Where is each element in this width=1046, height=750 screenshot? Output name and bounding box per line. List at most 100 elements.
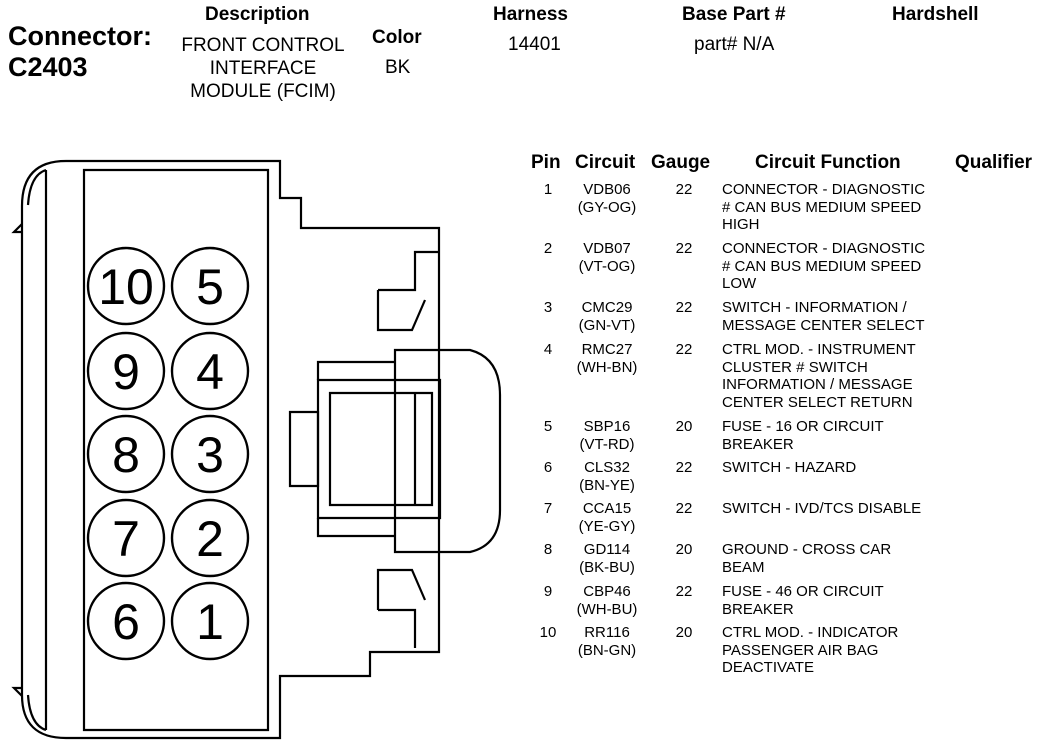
left-tab-bottom [11, 686, 23, 697]
description-value: FRONT CONTROL INTERFACE MODULE (FCIM) [168, 34, 358, 103]
pin-cavity-label: 10 [98, 259, 154, 315]
pin-cavity-circle [170, 331, 250, 411]
circuit-cell: CLS32(BN-YE) [562, 459, 652, 494]
circuit-code: VDB07 [583, 240, 631, 257]
circuit-function-line: CTRL MOD. - INDICATOR [722, 624, 899, 641]
circuit-function-line: PASSENGER AIR BAG [722, 641, 879, 659]
circuit-function-cell: SWITCH - INFORMATION /MESSAGE CENTER SEL… [722, 299, 952, 334]
circuit-color: (YE-GY) [578, 517, 636, 535]
color-label: Color [372, 27, 422, 48]
pin-number: 4 [543, 341, 553, 358]
pin-cavity-label: 8 [112, 427, 140, 483]
pin-cavity: 10 [86, 246, 166, 326]
circuit-cell: RMC27(WH-BN) [562, 341, 652, 376]
pin-cavity: 8 [86, 414, 166, 494]
circuit-function-line: BEAM [722, 558, 765, 576]
gauge-value: 22 [675, 240, 693, 257]
circuit-code: GD114 [583, 541, 631, 558]
circuit-function-line: SWITCH - IVD/TCS DISABLE [722, 500, 922, 517]
pin-cavity-circle [86, 246, 166, 326]
circuit-color: (WH-BN) [576, 358, 638, 376]
circuit-color: (GY-OG) [577, 198, 637, 216]
pin-number: 2 [543, 240, 553, 257]
pin-cavity-circle [170, 581, 250, 661]
latch-tab-inner [328, 391, 434, 507]
pin-cavity: 2 [170, 498, 250, 578]
description-line-3: MODULE (FCIM) [190, 81, 336, 102]
pin-cavity-circle [170, 246, 250, 326]
circuit-function-line: BREAKER [722, 600, 794, 618]
circuit-function-line: GROUND - CROSS CAR [722, 541, 892, 558]
pin-number: 9 [543, 583, 553, 600]
circuit-function-line: HIGH [722, 216, 760, 233]
circuit-function-cell: CONNECTOR - DIAGNOSTIC# CAN BUS MEDIUM S… [722, 240, 952, 293]
circuit-function-line: FUSE - 46 OR CIRCUIT [722, 583, 884, 600]
connector-label: Connector: [8, 21, 152, 51]
pin-number: 6 [543, 459, 553, 476]
pin-cavity-circle [86, 498, 166, 578]
col-header-gauge: Gauge [651, 152, 711, 173]
circuit-cell: SBP16(VT-RD) [562, 418, 652, 453]
harness-value: 14401 [508, 34, 561, 55]
circuit-function-line: DEACTIVATE [722, 659, 814, 676]
gauge-value: 22 [675, 500, 693, 517]
pin-cavity-label: 3 [196, 427, 224, 483]
pin-cavity: 5 [170, 246, 250, 326]
circuit-color: (GN-VT) [578, 316, 636, 334]
circuit-function-line: CTRL MOD. - INSTRUMENT [722, 341, 916, 358]
gauge-value: 22 [675, 341, 693, 358]
pin-cavity-label: 6 [112, 594, 140, 650]
gauge-value: 22 [675, 583, 693, 600]
circuit-function-cell: SWITCH - HAZARD [722, 459, 952, 477]
circuit-function-line: CENTER SELECT RETURN [722, 393, 913, 411]
pin-cavity: 6 [86, 581, 166, 661]
circuit-function-line: LOW [722, 275, 757, 292]
circuit-function-line: # CAN BUS MEDIUM SPEED [722, 198, 922, 216]
latch-housing [393, 348, 502, 554]
gauge-value: 20 [675, 541, 693, 558]
circuit-function-line: FUSE - 16 OR CIRCUIT [722, 418, 884, 435]
pin-cavity-label: 1 [196, 594, 224, 650]
circuit-code: CBP46 [583, 583, 631, 600]
description-label: Description [205, 4, 310, 25]
col-header-qualifier: Qualifier [955, 152, 1033, 173]
pin-cavity: 9 [86, 331, 166, 411]
pin-cavity-circle [86, 414, 166, 494]
circuit-cell: GD114(BK-BU) [562, 541, 652, 576]
circuit-code: VDB06 [583, 181, 631, 198]
latch-bar [316, 360, 395, 538]
pin-cavity-circle [86, 331, 166, 411]
color-value: BK [385, 57, 411, 78]
latch-upper-arm [378, 250, 439, 292]
latch-lower-arm [378, 608, 417, 648]
connector-id: C2403 [8, 52, 88, 82]
pin-cavity-circle [86, 581, 166, 661]
circuit-code: RR116 [584, 624, 630, 641]
circuit-function-cell: CONNECTOR - DIAGNOSTIC# CAN BUS MEDIUM S… [722, 181, 952, 234]
pin-number: 7 [543, 500, 553, 517]
circuit-function-line: SWITCH - HAZARD [722, 459, 857, 476]
circuit-code: SBP16 [583, 418, 631, 435]
circuit-color: (BN-YE) [579, 476, 635, 494]
gauge-value: 20 [675, 418, 693, 435]
gauge-value: 22 [675, 299, 693, 316]
pin-number: 3 [543, 299, 553, 316]
pin-number: 8 [543, 541, 553, 558]
circuit-color: (BK-BU) [579, 558, 635, 576]
hardshell-label: Hardshell [892, 4, 979, 25]
pin-cavity-label: 9 [112, 344, 140, 400]
description-line-1: FRONT CONTROL [181, 35, 345, 56]
latch-step [288, 410, 320, 488]
circuit-function-line: INFORMATION / MESSAGE [722, 376, 913, 393]
base-part-label: Base Part # [682, 4, 786, 25]
pin-cavity-label: 2 [196, 511, 224, 567]
gauge-value: 20 [675, 624, 693, 641]
pin-cavity-label: 4 [196, 344, 224, 400]
